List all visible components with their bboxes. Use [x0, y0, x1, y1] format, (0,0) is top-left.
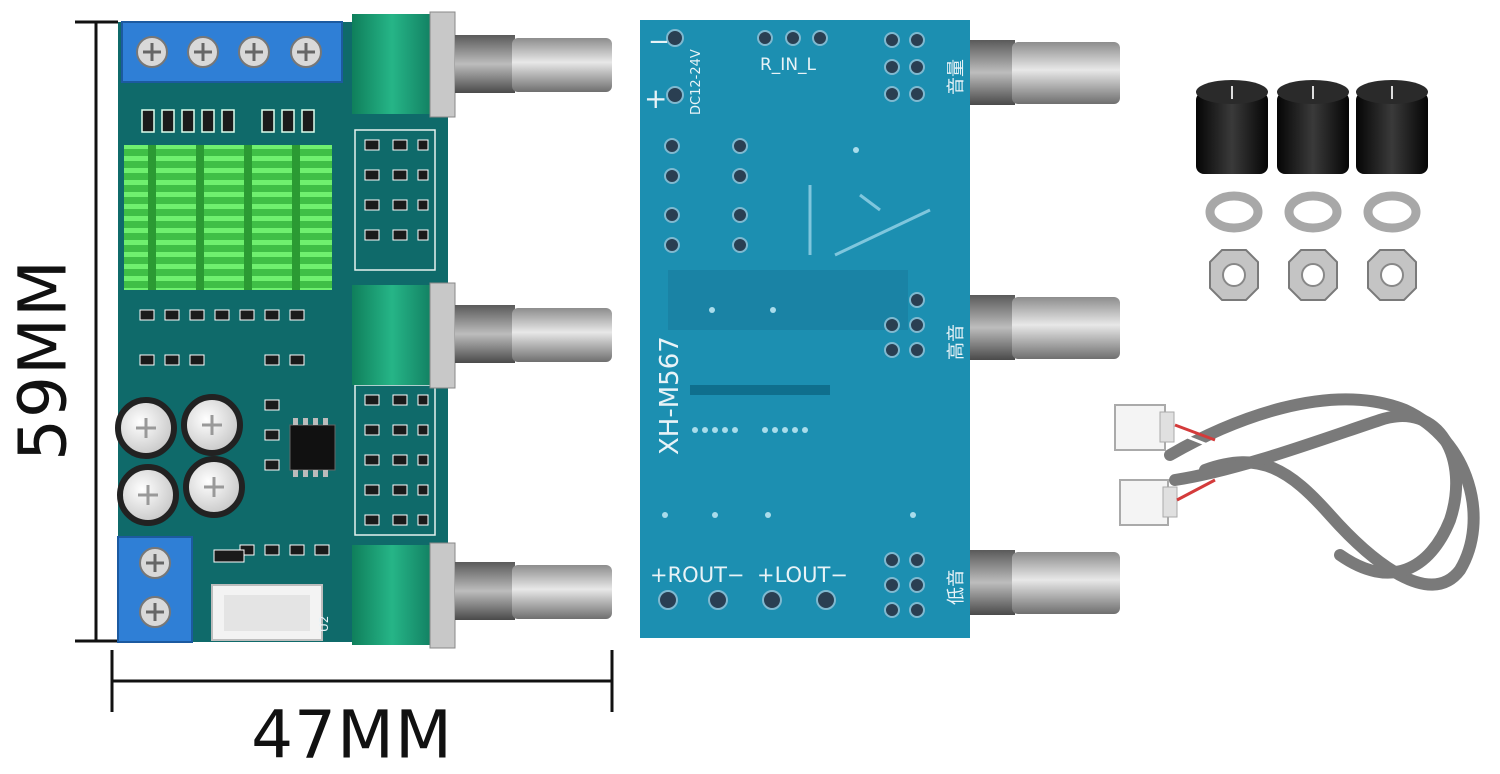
back-potentiometer-top — [970, 40, 1120, 105]
height-dimension-line — [75, 20, 118, 643]
treble-label: 高音 — [946, 324, 967, 360]
power-voltage-label: DC12-24V — [689, 49, 704, 115]
front-potentiometer-middle — [352, 282, 612, 389]
bass-label: 低音 — [946, 569, 967, 605]
connector-label: U2 — [317, 616, 331, 632]
knob-2 — [1277, 80, 1349, 174]
height-label: 59MM — [4, 259, 82, 461]
audio-cable — [1164, 393, 1480, 591]
cable-connector-top — [1114, 404, 1175, 451]
back-pcb — [640, 20, 970, 638]
knob-3 — [1356, 80, 1428, 174]
cable-connector-bottom — [1119, 479, 1178, 526]
washers — [1205, 191, 1421, 233]
input-label: R_IN_L — [760, 55, 817, 75]
power-plus-label: + — [644, 82, 667, 115]
power-minus-label: − — [648, 27, 670, 57]
width-label: 47MM — [251, 696, 453, 774]
width-dimension-line — [110, 650, 614, 712]
knob-1 — [1196, 80, 1268, 174]
front-potentiometer-top — [352, 11, 612, 118]
rout-label: +ROUT− — [650, 563, 745, 587]
volume-label: 音量 — [946, 59, 967, 95]
lout-label: +LOUT− — [757, 563, 848, 587]
back-potentiometer-middle — [970, 295, 1120, 360]
back-potentiometer-bottom — [970, 550, 1120, 615]
front-potentiometer-bottom — [352, 542, 612, 649]
model-label: XH-M567 — [655, 336, 685, 455]
